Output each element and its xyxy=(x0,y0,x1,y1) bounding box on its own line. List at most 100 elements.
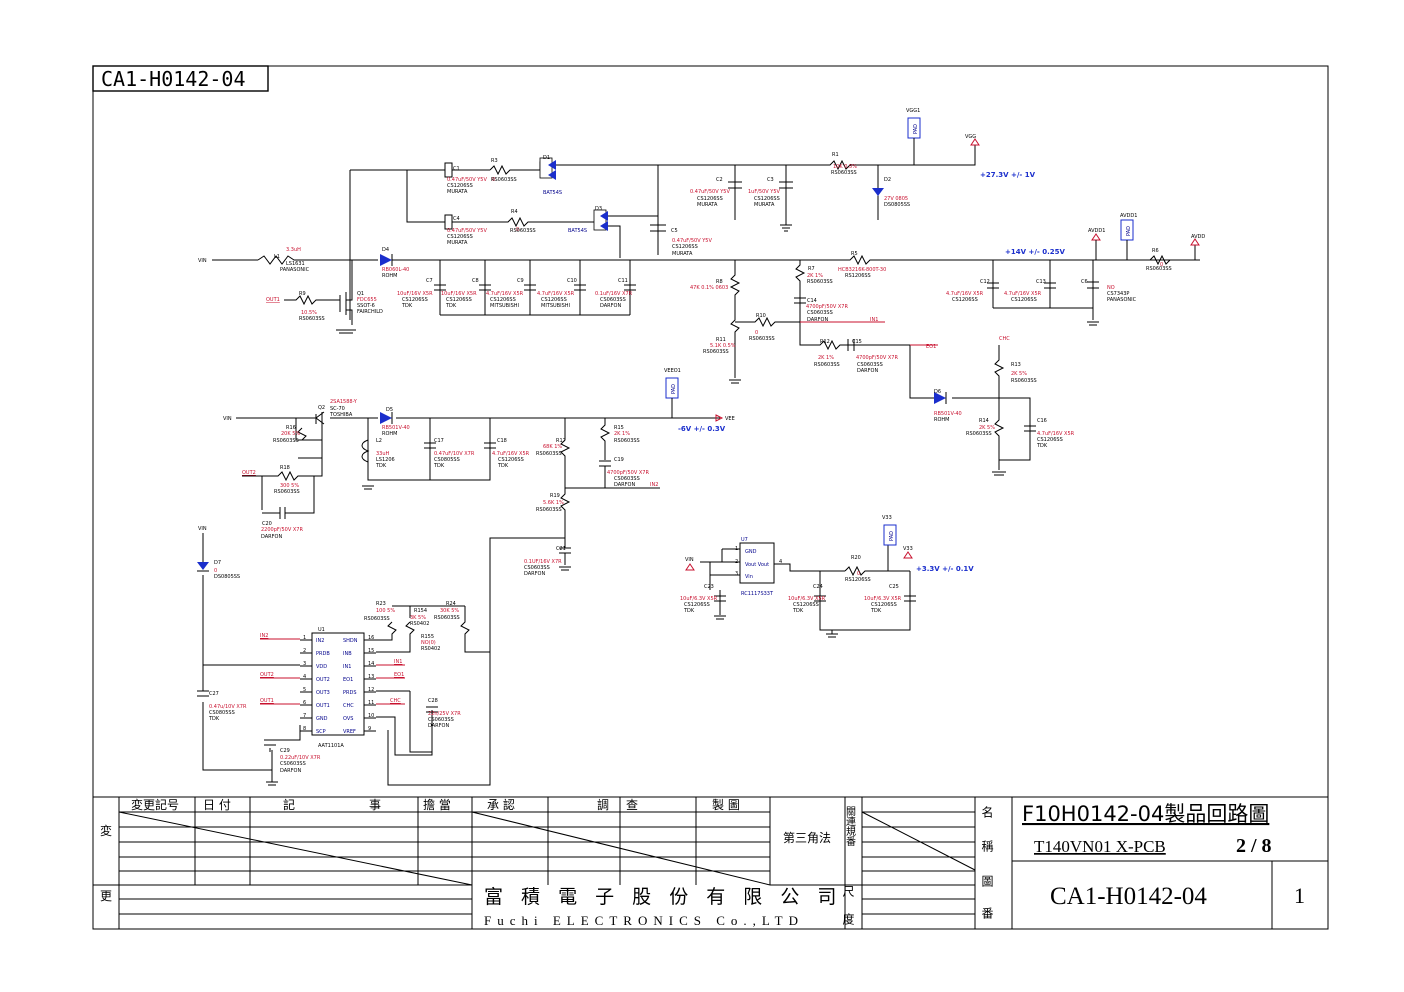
d2-package: DS0805SS xyxy=(884,202,910,208)
net-avdd1-a: AVDD1 xyxy=(1088,228,1105,234)
u7-body xyxy=(739,542,775,584)
r12-package: RS0603SS xyxy=(814,362,840,368)
c21-ref: C21 xyxy=(556,546,566,552)
c9-ref: C9 xyxy=(517,278,524,284)
c11-ref: C11 xyxy=(618,278,628,284)
u1-pin-number: 11 xyxy=(368,700,374,706)
u1-pin-number: 7 xyxy=(303,713,306,719)
r11-ref: R11 xyxy=(716,337,726,343)
r19-ref: R19 xyxy=(550,493,560,499)
net-v33-a: V33 xyxy=(882,515,892,521)
u1-pin-number: 15 xyxy=(368,648,374,654)
update-label: 更 xyxy=(100,889,112,903)
c29-package: CS0603SS xyxy=(280,761,306,767)
c18-ref: C18 xyxy=(497,438,507,444)
c12-ref: C12 xyxy=(980,279,990,285)
model-name: T140VN01 X-PCB xyxy=(1034,837,1166,856)
d5-part: RB501V-40 xyxy=(382,425,410,431)
c8-ref: C8 xyxy=(472,278,479,284)
r15-value: 2K 1% xyxy=(614,431,630,437)
u1-pin-number: 4 xyxy=(303,674,306,680)
hdr-in-charge: 擔 當 xyxy=(423,798,451,812)
r3-ref: R3 xyxy=(491,158,498,164)
c13-value: 4.7uF/16V X5R xyxy=(1004,291,1042,297)
u1-pin-name: INB xyxy=(343,651,352,657)
r16-ref: R16 xyxy=(286,425,296,431)
c13-ref: C13 xyxy=(1036,279,1046,285)
c3-maker: MURATA xyxy=(754,202,775,208)
u7-part: RC1117S33T xyxy=(741,591,774,597)
c28-maker: DARFON xyxy=(428,723,449,729)
scale-label: 尺度 xyxy=(841,885,855,941)
c9-maker: MITSUBISHI xyxy=(490,303,519,309)
l2-value: 33uH xyxy=(376,451,390,457)
name-label: 名稱 xyxy=(980,805,994,874)
c25-package: CS1206SS xyxy=(871,602,897,608)
rail-14v: +14V +/- 0.25V xyxy=(1005,248,1065,256)
rail-27v: +27.3V +/- 1V xyxy=(980,171,1036,179)
c20-value: 2200pF/50V X7R xyxy=(261,527,303,533)
net-vin-3: VIN xyxy=(198,526,207,532)
r23-value: 100 5% xyxy=(376,608,395,614)
net-chc-b: CHC xyxy=(390,698,401,704)
r18-package: RS0603SS xyxy=(274,489,300,495)
r20-value: 0 xyxy=(857,571,860,577)
c7-value: 10uF/16V X5R xyxy=(397,291,433,297)
l2-ref: L2 xyxy=(376,438,382,444)
q1-maker: FAIRCHILD xyxy=(357,309,383,315)
avdd-section: D4 RB060L-40 ROHM OUT1 R9 10.5% RS0603SS… xyxy=(266,213,1205,399)
r154-value: 3K 5% xyxy=(410,615,426,621)
u7-pin1-name: GND xyxy=(745,549,757,555)
u1-pin-number: 1 xyxy=(303,635,306,641)
c17-maker: TDK xyxy=(433,463,445,469)
c6-maker: PANASONIC xyxy=(1107,297,1137,303)
c27-ref: C27 xyxy=(209,691,219,697)
d1-part: BAT54S xyxy=(543,190,562,196)
u1-pin-name: OUT1 xyxy=(316,703,330,709)
u1-pin-number: 5 xyxy=(303,687,306,693)
net-vin-1: VIN xyxy=(198,258,207,264)
c10-maker: MITSUBISHI xyxy=(541,303,570,309)
c24-maker: TDK xyxy=(792,608,804,614)
c15-package: CS0603SS xyxy=(857,362,883,368)
c29-ref: C29 xyxy=(280,748,290,754)
net-avdd: AVDD xyxy=(1191,234,1205,240)
r1-ref: R1 xyxy=(832,152,839,158)
u1-pin-name: EO1 xyxy=(343,677,353,683)
net-out1: OUT1 xyxy=(266,297,280,303)
l1-ref: L1 xyxy=(274,254,280,260)
r19-package: RS0603SS xyxy=(536,507,562,513)
hdr-note-2: 事 xyxy=(369,798,381,812)
q1-part: FDC655 xyxy=(357,297,377,303)
u1-pin-name: IN2 xyxy=(316,638,324,644)
change-label: 変 xyxy=(100,823,112,838)
l1-maker: PANASONIC xyxy=(280,267,310,273)
c15-value: 4700pF/50V X7R xyxy=(856,355,898,361)
related-label: 關連規番 xyxy=(844,806,856,847)
net-out2-a: OUT2 xyxy=(242,470,256,476)
hdr-date: 日 付 xyxy=(203,798,231,812)
r6-package: RS0603SS xyxy=(1146,266,1172,272)
q2-package: SC-70 xyxy=(330,406,345,412)
u1-pin-name: VDD xyxy=(316,664,327,670)
c14-value: 4700pF/50V X7R xyxy=(806,304,848,310)
u7-pin3-num: 3 xyxy=(735,571,738,577)
veeo1-pad-text: PAD xyxy=(671,384,677,394)
u1-pin-name: PRDB xyxy=(316,651,330,657)
r16-value: 20K 5% xyxy=(281,431,300,437)
r7-ref: R7 xyxy=(808,266,815,272)
drawing-title: F10H0142-04製品回路圖 xyxy=(1022,802,1269,826)
u7-pin2-name: Vout Vout xyxy=(745,562,769,568)
l1-package: LS1631 xyxy=(286,261,305,267)
c19-package: CS0603SS xyxy=(614,476,640,482)
r23-ref: R23 xyxy=(376,601,386,607)
r20-ref: R20 xyxy=(851,555,861,561)
hdr-drawn: 製 圖 xyxy=(712,798,740,812)
c3-package: CS1206SS xyxy=(754,196,780,202)
c27-package: CS0805SS xyxy=(209,710,235,716)
c29-value: 0.22uF/10V X7R xyxy=(280,755,321,761)
charge-pump-section: VIN L1 3.3uH LS1631 PANASONIC C1 0.47uF/… xyxy=(198,108,1036,320)
u7-ref: U7 xyxy=(741,537,748,543)
q2-ref: Q2 xyxy=(318,405,325,411)
net-in1-b: IN1 xyxy=(394,659,402,665)
